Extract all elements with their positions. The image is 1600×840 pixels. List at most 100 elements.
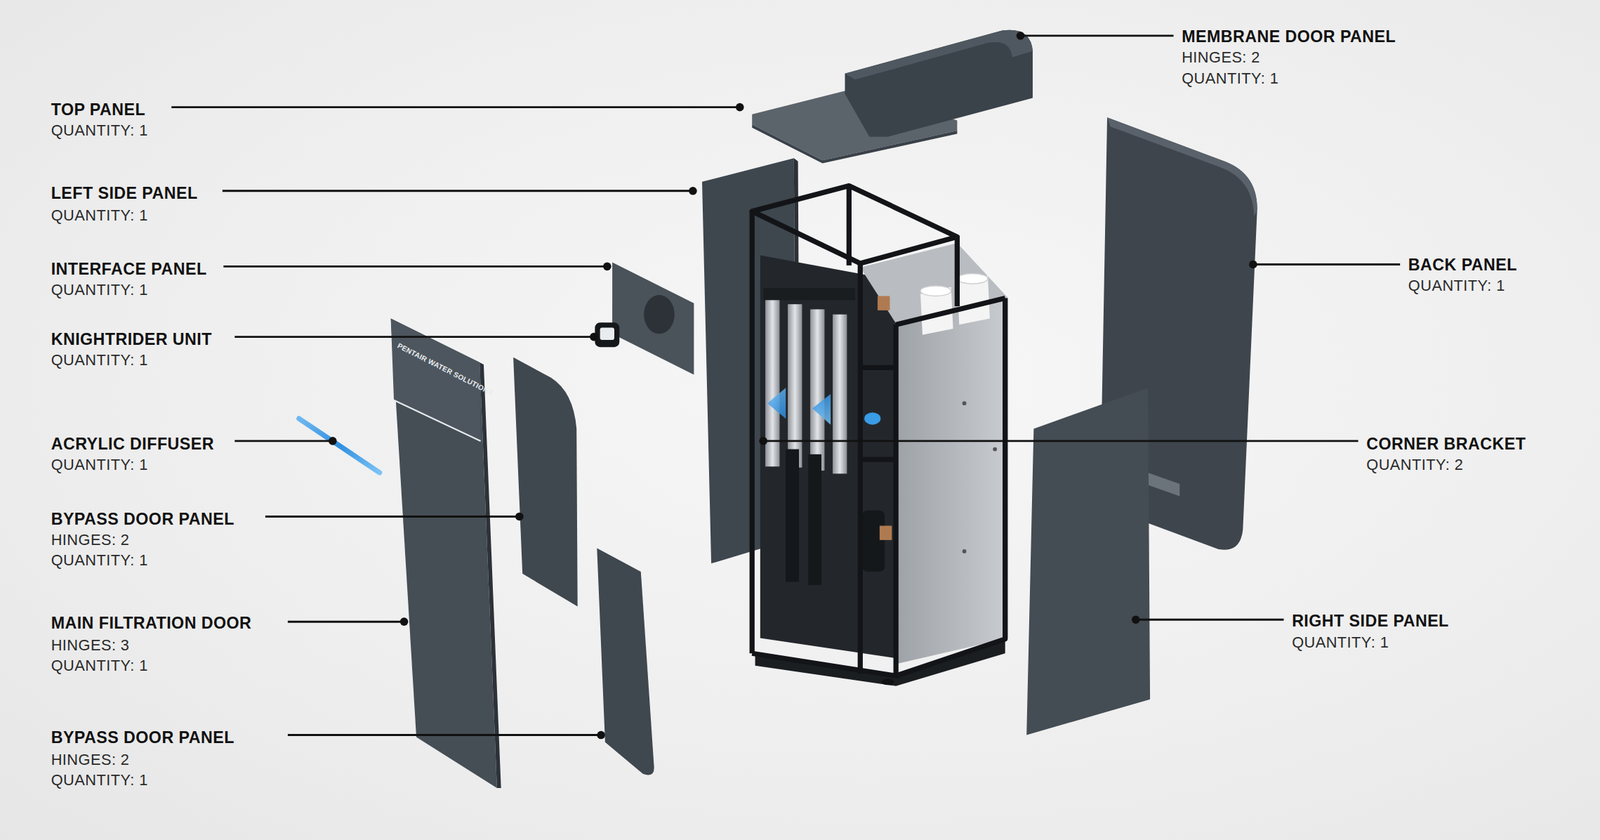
machine-frame <box>755 638 1006 686</box>
part-name: MAIN FILTRATION DOOR <box>51 613 253 634</box>
leader-dot <box>400 617 409 626</box>
machine-frame <box>920 285 952 297</box>
leader-dot <box>515 512 524 521</box>
bypass-door-panel <box>513 357 655 776</box>
machine-frame <box>751 186 1005 677</box>
acrylic-diffuser <box>299 418 380 473</box>
leader-line <box>171 106 740 109</box>
part-name: BYPASS DOOR PANEL <box>51 727 235 748</box>
leader-line <box>1253 263 1400 266</box>
main-filtration-door <box>393 400 481 441</box>
part-name: RIGHT SIDE PANEL <box>1291 611 1450 632</box>
leader-line <box>223 265 608 268</box>
bypass-door-panel <box>513 357 578 607</box>
knightrider-unit <box>600 327 615 340</box>
machine-frame <box>767 387 831 425</box>
part-detail: QUANTITY: 1 <box>51 279 149 300</box>
leader-line <box>763 439 1358 442</box>
interface-panel <box>612 262 694 375</box>
part-name: KNIGHTRIDER UNIT <box>51 329 213 350</box>
machine-frame <box>992 447 997 452</box>
part-detail: QUANTITY: 1 <box>1291 631 1389 653</box>
top-panel <box>751 124 957 163</box>
machine-frame <box>897 297 1009 663</box>
part-detail: HINGES: 3 <box>51 634 130 656</box>
leader-dot <box>1131 615 1141 624</box>
knightrider-unit <box>594 322 620 347</box>
part-name: INTERFACE PANEL <box>51 259 208 280</box>
machine-frame <box>864 412 881 425</box>
leader-dot <box>735 103 745 112</box>
part-name: TOP PANEL <box>51 99 146 121</box>
machine-frame <box>751 186 957 264</box>
machine-frame <box>881 678 894 686</box>
main-filtration-door <box>391 318 502 788</box>
leader-line <box>222 189 693 192</box>
machine-frame <box>760 254 898 658</box>
leader-dot <box>328 31 1258 739</box>
part-name: MEMBRANE DOOR PANEL <box>1181 26 1396 48</box>
part-name: BYPASS DOOR PANEL <box>51 508 235 530</box>
bypass-door-panel <box>596 548 654 776</box>
part-name: BACK PANEL <box>1408 254 1518 276</box>
part-detail: QUANTITY: 1 <box>51 350 149 371</box>
leader-dot <box>688 186 698 196</box>
machine-frame <box>846 186 852 266</box>
leader-dot <box>328 436 337 446</box>
knightrider-unit <box>594 322 620 347</box>
part-name: CORNER BRACKET <box>1366 433 1526 455</box>
leader-line <box>171 35 1400 736</box>
leader-line <box>287 733 601 736</box>
part-detail: QUANTITY: 1 <box>51 549 149 571</box>
part-detail: QUANTITY: 1 <box>1181 68 1279 89</box>
leader-dot <box>603 262 612 271</box>
membrane-door-panel <box>844 30 1033 137</box>
interface-panel <box>643 294 675 334</box>
membrane-door-panel <box>844 30 1033 137</box>
part-detail: QUANTITY: 2 <box>1366 454 1464 475</box>
machine-frame <box>862 510 885 572</box>
leader-dot <box>1248 260 1258 269</box>
machine-frame <box>751 211 957 676</box>
part-detail: QUANTITY: 1 <box>1408 275 1506 296</box>
leader-line <box>234 439 333 442</box>
machine-frame <box>785 449 799 583</box>
back-panel <box>1107 117 1258 217</box>
part-detail: HINGES: 2 <box>1181 47 1261 68</box>
machine-frame <box>962 549 967 554</box>
part-detail: QUANTITY: 1 <box>51 769 149 790</box>
part-detail: QUANTITY: 1 <box>51 205 149 226</box>
leader-dot <box>758 436 768 446</box>
main-filtration-door <box>391 318 498 788</box>
leader-dot <box>596 730 606 740</box>
leader-line <box>265 515 520 518</box>
interface-panel <box>612 262 694 375</box>
leader-line <box>1020 34 1174 37</box>
leader-dot <box>1016 31 1026 41</box>
part-name: LEFT SIDE PANEL <box>51 183 198 205</box>
leader-line <box>1135 618 1285 621</box>
machine-frame <box>808 454 822 585</box>
machine-frame <box>860 367 896 460</box>
part-detail: HINGES: 2 <box>51 529 130 550</box>
leader-dot <box>589 332 599 342</box>
main-filtration-door <box>479 362 502 788</box>
machine-frame <box>956 273 988 285</box>
leader-line <box>234 335 594 338</box>
machine-frame <box>877 296 890 311</box>
membrane-door-panel <box>844 30 1033 81</box>
machine-frame <box>810 308 825 471</box>
back-panel <box>1145 471 1180 497</box>
machine-frame <box>879 525 892 540</box>
machine-frame <box>751 186 1009 686</box>
leader-line <box>287 620 405 623</box>
machine-frame <box>763 287 856 300</box>
machine-frame <box>751 297 1005 676</box>
machine-frame <box>962 400 967 406</box>
part-detail: QUANTITY: 1 <box>51 655 149 676</box>
machine-frame <box>832 314 847 474</box>
part-detail: QUANTITY: 1 <box>51 454 149 475</box>
part-detail: HINGES: 2 <box>51 749 130 770</box>
